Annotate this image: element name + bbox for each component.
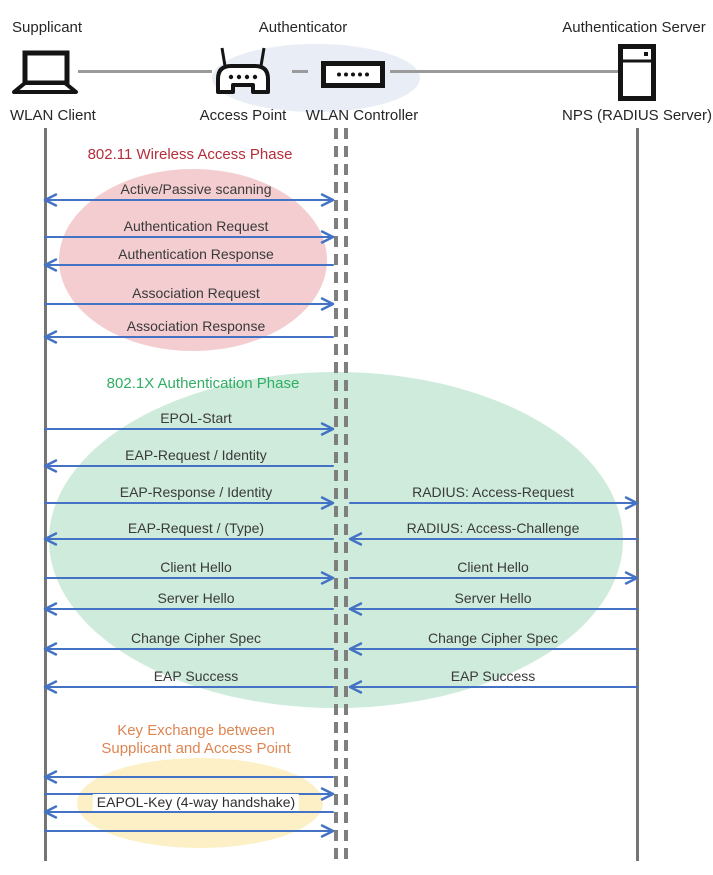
phase-title-key-exchange: Supplicant and Access Point xyxy=(101,740,291,757)
phase-title-802.11-wireless-access: 802.11 Wireless Access Phase xyxy=(87,146,293,163)
device-label-access-point: Access Point xyxy=(199,107,287,124)
message-label: Association Request xyxy=(132,285,260,301)
message-label: Server Hello xyxy=(454,590,532,606)
message-label: EAP Success xyxy=(450,668,536,684)
role-label-supplicant: Supplicant xyxy=(12,19,83,36)
lifeline-authenticator-left xyxy=(334,128,338,861)
message-label: EAP Success xyxy=(153,668,239,684)
connector-line-client-ap xyxy=(78,70,212,73)
phase-title-key-exchange: Key Exchange between xyxy=(117,722,275,739)
message-arrow xyxy=(320,824,335,838)
message-label: EAP-Request / Identity xyxy=(125,447,267,463)
phase-title-802.1x-authentication: 802.1X Authentication Phase xyxy=(106,375,300,392)
message-arrow xyxy=(320,297,335,311)
message-label: RADIUS: Access-Challenge xyxy=(406,520,580,536)
message-label: Server Hello xyxy=(157,590,235,606)
lifeline-auth-server xyxy=(636,128,639,861)
eapol-key-label: EAPOL-Key (4-way handshake) xyxy=(92,794,300,811)
message-label: Client Hello xyxy=(457,559,529,575)
message-label: Client Hello xyxy=(160,559,232,575)
message-label: EPOL-Start xyxy=(160,410,232,426)
connector-line-ap-controller xyxy=(292,70,308,73)
message-label: EAP-Response / Identity xyxy=(119,484,273,500)
controller-box-icon xyxy=(321,61,385,88)
connector-line-controller-server xyxy=(390,70,618,73)
message-label: Change Cipher Spec xyxy=(131,630,261,646)
message-label: Change Cipher Spec xyxy=(428,630,558,646)
device-label-nps-radius-server: NPS (RADIUS Server) xyxy=(561,107,713,124)
device-label-wlan-controller: WLAN Controller xyxy=(305,107,419,124)
role-label-authentication-server: Authentication Server xyxy=(562,19,706,36)
message-arrow xyxy=(320,193,335,207)
message-arrow xyxy=(320,787,335,801)
message-label: RADIUS: Access-Request xyxy=(412,484,574,500)
message-label: Authentication Request xyxy=(123,218,269,234)
lifeline-authenticator-right xyxy=(344,128,348,861)
laptop-icon xyxy=(12,50,78,94)
device-label-wlan-client: WLAN Client xyxy=(10,107,96,124)
message-label: Active/Passive scanning xyxy=(120,181,272,197)
message-label: EAP-Request / (Type) xyxy=(127,520,265,536)
message-label: Authentication Response xyxy=(118,246,274,262)
wireless-router-icon xyxy=(216,47,270,94)
role-label-authenticator: Authenticator xyxy=(258,19,348,36)
lifeline-supplicant xyxy=(44,128,47,861)
message-label: Association Response xyxy=(126,318,266,334)
server-tower-icon xyxy=(618,44,656,101)
